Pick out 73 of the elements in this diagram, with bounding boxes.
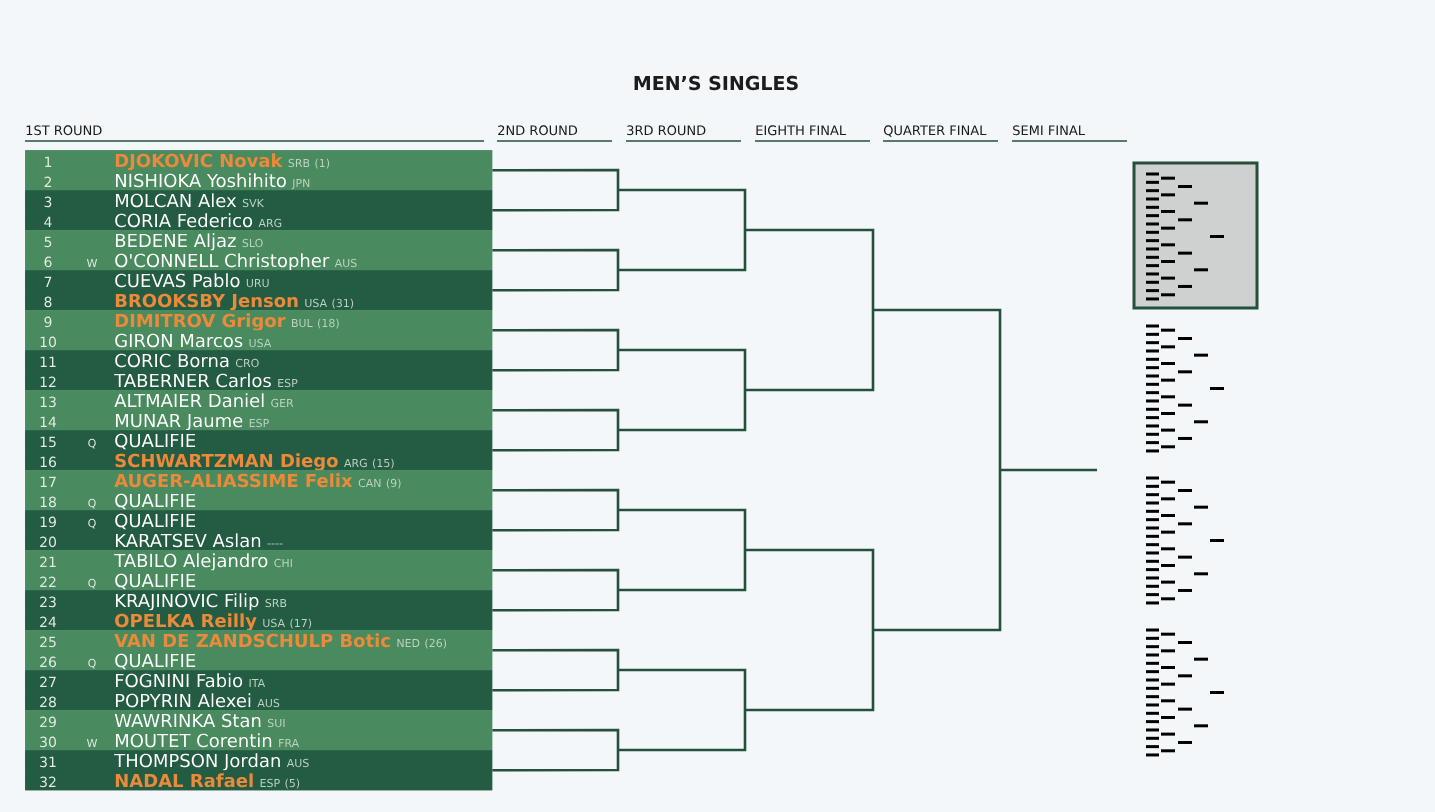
country-code: FRA [279, 739, 300, 747]
country-code: USA [263, 618, 285, 628]
player-name: TABILO Alejandro [114, 553, 268, 571]
country-code: CHI [274, 558, 292, 568]
player-name: QUALIFIE [115, 573, 196, 590]
row-number: 32 [40, 776, 56, 788]
entry-letter: Q [88, 658, 96, 669]
player-name: ALTMAIER Daniel [114, 393, 264, 408]
row-number: 13 [40, 396, 56, 408]
player-name: POPYRIN Alexei [116, 693, 251, 708]
row-number: 28 [40, 696, 56, 708]
column-header: 1ST ROUND [24, 125, 485, 142]
country-code: AUS [257, 698, 280, 708]
column-header: SEMI FINAL [1011, 125, 1128, 142]
seed-number: (5) [285, 778, 300, 789]
entry-letter: Q [88, 498, 96, 509]
country-code: ---- [267, 543, 283, 545]
entry-letter: W [86, 739, 98, 747]
row-number: 27 [40, 676, 56, 687]
player-name: KRAJINOVIC Filip [116, 593, 259, 611]
row-number: 21 [40, 556, 56, 567]
seed-number: (26) [425, 638, 447, 649]
country-code: ITA [249, 679, 266, 687]
row-number: 17 [40, 476, 56, 487]
row-number: 29 [40, 716, 56, 728]
country-code: SRB [265, 598, 287, 608]
entry-letter: Q [88, 518, 96, 529]
row-number: 31 [40, 756, 56, 768]
player-name: KARATSEV Aslan [116, 533, 261, 548]
row-number: 30 [40, 736, 56, 748]
column-header: EIGHTH FINAL [754, 125, 871, 142]
entry-letter: Q [88, 438, 96, 449]
player-name: NADAL Rafael [115, 773, 253, 788]
row-number: 23 [40, 596, 56, 608]
player-name: MOUTET Corentin [116, 733, 272, 748]
row-number: 14 [40, 416, 57, 427]
row-number: 20 [40, 536, 56, 548]
country-code: CAN [358, 478, 381, 488]
player-name: MUNAR Jaume [116, 413, 243, 431]
row-number: 15 [40, 436, 56, 448]
country-code: NED [397, 639, 420, 647]
entry-letter: Q [88, 578, 96, 589]
player-name: QUALIFIE [115, 653, 196, 670]
column-header: 3RD ROUND [625, 125, 742, 142]
country-code: GER [271, 398, 294, 408]
player-name: WAWRINKA Stan [114, 713, 261, 728]
seed-number: (15) [373, 458, 394, 469]
row-number: 24 [40, 616, 57, 627]
seed-number: (9) [386, 478, 401, 489]
player-name: FOGNINI Fabio [116, 673, 243, 688]
country-code: SUI [268, 718, 285, 728]
country-code: ESP [260, 778, 280, 788]
player-name: SCHWARTZMAN Diego [115, 453, 338, 471]
player-name: VAN DE ZANDSCHULP Botic [114, 633, 390, 648]
row-number: 25 [40, 636, 56, 648]
title: MEN’S SINGLES [634, 75, 798, 91]
row-number: 16 [40, 456, 57, 468]
column-header: QUARTER FINAL [882, 125, 999, 142]
column-header: 2ND ROUND [496, 125, 613, 142]
player-name: QUALIFIE [115, 433, 196, 450]
country-code: ARG [344, 458, 367, 468]
player-name: THOMPSON Jordan [114, 753, 280, 771]
player-name: QUALIFIE [115, 493, 196, 510]
player-name: OPELKA Reilly [115, 613, 257, 631]
row-number: 26 [40, 656, 57, 668]
country-code: AUS [286, 758, 309, 768]
seed-number: (17) [290, 618, 312, 629]
row-number: 18 [40, 496, 56, 508]
player-name: QUALIFIE [115, 513, 196, 530]
country-code: ESP [249, 418, 269, 428]
row-number: 19 [40, 516, 56, 528]
player-name: AUGER-ALIASSIME Felix [114, 473, 353, 488]
row-number: 22 [40, 576, 56, 587]
